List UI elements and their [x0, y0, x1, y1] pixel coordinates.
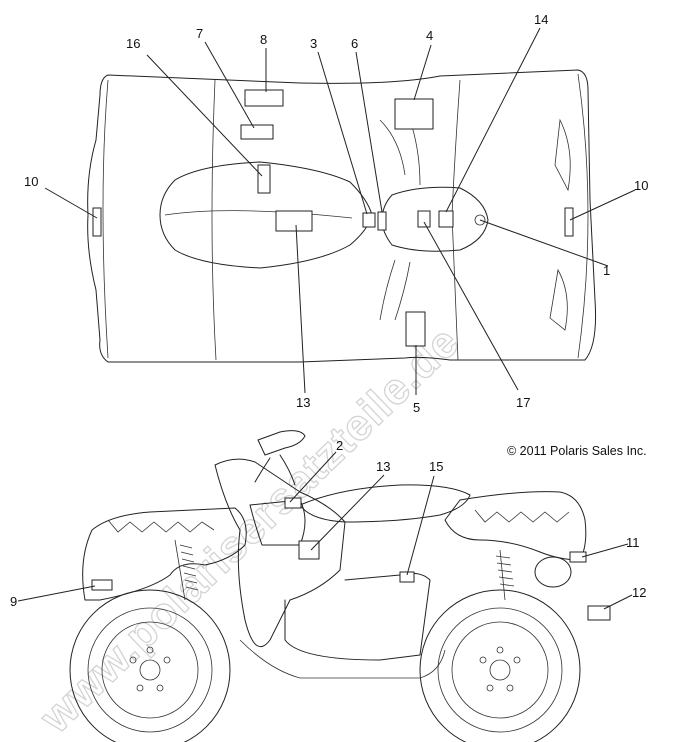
decal-3 — [362, 212, 376, 228]
callout-labels: 16 7 8 3 6 4 14 10 10 1 13 5 17 2 13 15 … — [10, 12, 648, 609]
callout-18: 17 — [516, 395, 530, 410]
decal-2 — [284, 497, 302, 509]
decal-8 — [244, 89, 284, 107]
rear-rack-divider — [211, 79, 217, 361]
decal-18 — [417, 210, 431, 228]
callout-6: 6 — [351, 36, 358, 51]
side-body-panel — [214, 458, 346, 648]
leader-lines — [17, 27, 636, 610]
decal-10-front — [564, 207, 574, 237]
decal-15 — [438, 210, 454, 228]
callout-3: 3 — [310, 36, 317, 51]
rear-wheel — [69, 589, 231, 742]
callout-4: 4 — [426, 28, 433, 43]
callout-14: 13 — [376, 459, 390, 474]
callout-17: 16 — [126, 36, 140, 51]
callout-1: 1 — [603, 263, 610, 278]
callout-10-rear: 10 — [24, 174, 38, 189]
decal-7 — [240, 124, 274, 140]
handlebars — [254, 430, 306, 486]
decal-13 — [275, 210, 313, 232]
decal-10-rear — [92, 207, 102, 237]
copyright-text: © 2011 Polaris Sales Inc. — [507, 444, 647, 458]
decal-17 — [257, 164, 271, 194]
seat-outline — [159, 161, 373, 269]
callout-8: 8 — [260, 32, 267, 47]
footwell — [284, 572, 431, 661]
top-view-outline — [87, 69, 596, 363]
decal-6 — [377, 211, 387, 231]
rear-fender — [82, 507, 247, 601]
callout-11: 11 — [626, 535, 640, 550]
callout-10-front: 10 — [634, 178, 648, 193]
callout-13: 13 — [296, 395, 310, 410]
decal-14 — [298, 540, 320, 560]
decal-11 — [569, 551, 587, 563]
decal-16 — [399, 571, 415, 583]
callout-2: 2 — [336, 438, 343, 453]
callout-15: 14 — [534, 12, 548, 27]
callout-5: 5 — [413, 400, 420, 415]
headlight — [534, 556, 572, 588]
callout-9: 9 — [10, 594, 17, 609]
rear-shock — [174, 539, 199, 601]
top-view — [87, 69, 596, 363]
callout-16: 15 — [429, 459, 443, 474]
front-wheel — [419, 589, 581, 742]
decal-5 — [405, 311, 426, 347]
front-shock — [495, 549, 515, 601]
callout-7: 7 — [196, 26, 203, 41]
decal-12 — [587, 605, 611, 621]
decal-9 — [91, 579, 113, 591]
callout-12: 12 — [632, 585, 646, 600]
decal-4 — [394, 98, 434, 130]
side-view — [69, 430, 611, 742]
